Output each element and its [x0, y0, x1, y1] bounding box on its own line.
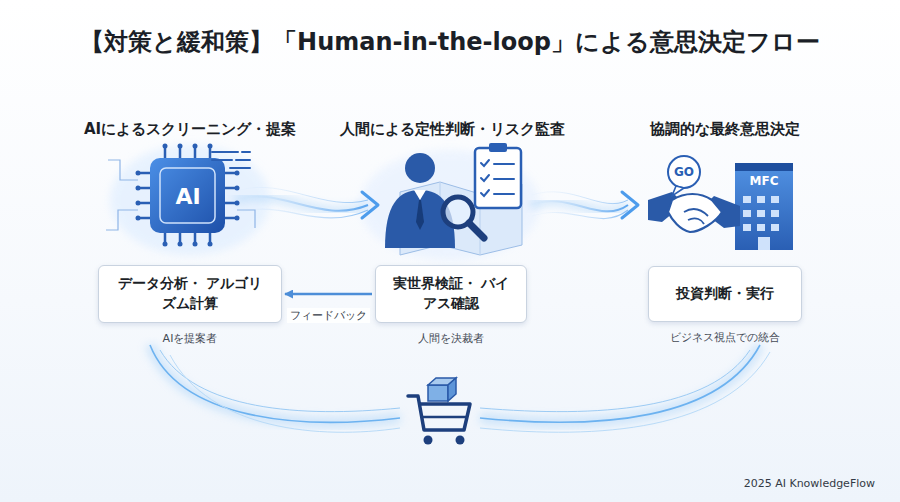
icon-text: GO: [674, 165, 694, 179]
flow-arrow: [530, 192, 638, 219]
box-text: 実世界検証・ バイアス確認: [376, 270, 526, 317]
feedback-arrow: [285, 293, 372, 296]
ai-chip-icon: [106, 144, 255, 247]
auditor-icon: [385, 143, 522, 255]
box-text: データ分析・ アルゴリズム計算: [99, 270, 281, 317]
box-caption: ビジネス視点での統合: [670, 330, 780, 345]
watermark: 2025 AI KnowledgeFlow: [744, 477, 875, 490]
icon-text: MFC: [750, 174, 779, 188]
edge-label: フィードバック: [287, 308, 370, 323]
title: 【対策と緩和策】「Human-in-the-loop」による意思決定フロー: [0, 26, 900, 58]
process-box: 実世界検証・ バイアス確認人間を決裁者: [375, 265, 527, 322]
column-heading: 協調的な最終意思決定: [650, 120, 800, 139]
column-heading: 人間による定性判断・リスク監査: [340, 120, 565, 139]
process-box: 投資判断・実行ビジネス視点での統合: [648, 266, 802, 322]
cart-icon: [408, 378, 470, 445]
data-swirl: [150, 345, 770, 432]
icon-text: AI: [175, 184, 200, 209]
box-text: 投資判断・実行: [664, 280, 786, 308]
box-caption: 人間を決裁者: [418, 331, 484, 346]
flow-arrow: [235, 187, 378, 218]
box-caption: AIを提案者: [163, 331, 218, 346]
column-heading: AIによるスクリーニング・提案: [84, 120, 296, 139]
handshake-icon: [648, 156, 793, 250]
process-box: データ分析・ アルゴリズム計算AIを提案者: [98, 265, 282, 322]
